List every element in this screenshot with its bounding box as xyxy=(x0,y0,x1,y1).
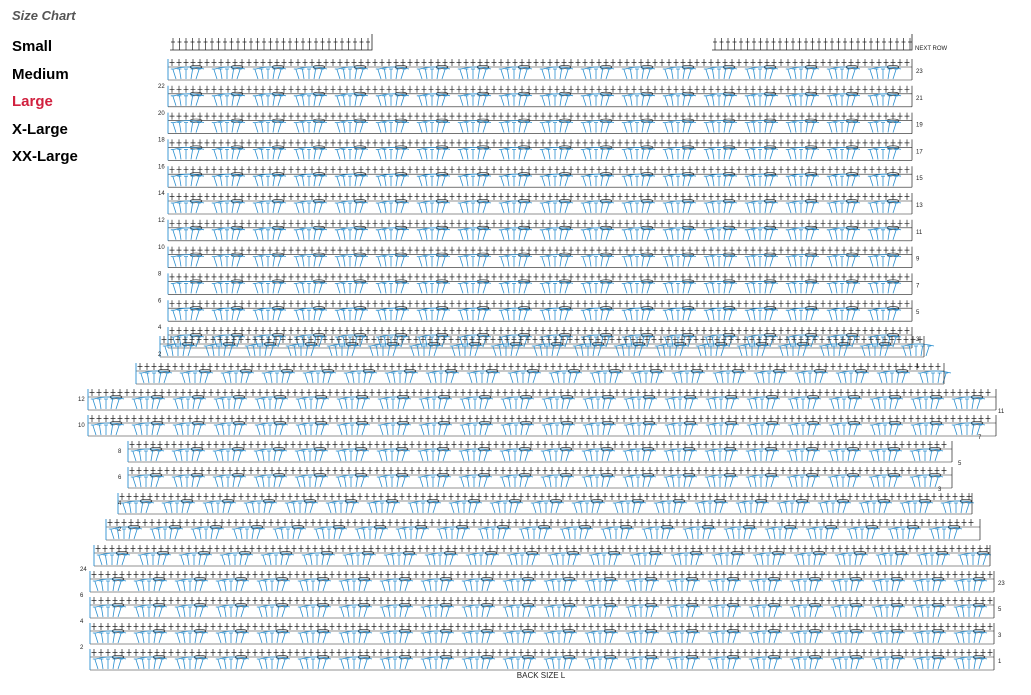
stitch-row-pair xyxy=(167,246,913,268)
row-label-left: 14 xyxy=(158,191,165,197)
row-number-labels: 2220181614121086422321191715131197531121… xyxy=(78,69,1005,665)
stitch-row-pair xyxy=(167,300,913,322)
row-label-right: 23 xyxy=(998,581,1005,587)
row-label-right: 15 xyxy=(916,176,923,182)
stitch-row-pair xyxy=(117,493,975,515)
stitch-row-pair xyxy=(89,649,995,671)
row-label-right: 21 xyxy=(916,96,923,102)
row-label-left: 10 xyxy=(158,245,165,251)
row-label-left: 4 xyxy=(80,619,84,625)
row-label-left: 2 xyxy=(158,352,162,358)
row-label-right: 3 xyxy=(998,633,1002,639)
stitch-row-pair xyxy=(89,623,995,645)
row-label-right: 23 xyxy=(916,69,923,75)
row-label-left: 22 xyxy=(158,84,165,90)
row-label-right: 5 xyxy=(998,607,1002,613)
row-label-left: 4 xyxy=(118,501,122,507)
row-label-left: 6 xyxy=(118,475,122,481)
size-small[interactable]: Small xyxy=(12,38,53,55)
row-label-right: 5 xyxy=(958,461,962,467)
size-chart-panel: Size Chart Small Medium Large X-Large XX… xyxy=(10,8,150,171)
stitch-row-pair xyxy=(87,389,997,411)
size-chart-heading: Size Chart xyxy=(12,8,76,23)
stitch-row-pair xyxy=(167,112,913,134)
row-label-left: 8 xyxy=(118,449,122,455)
stitch-row-pair xyxy=(105,519,981,541)
shoulder-row xyxy=(170,34,373,51)
diagram-caption: BACK SIZE L xyxy=(517,671,566,680)
stitch-row-pair xyxy=(159,336,935,358)
row-label-right: 13 xyxy=(916,203,923,209)
row-label-right: 11 xyxy=(998,409,1005,415)
row-label-left: 8 xyxy=(158,272,162,278)
stitch-rows xyxy=(87,34,997,671)
row-label-left: 16 xyxy=(158,164,165,170)
size-x-large[interactable]: X-Large xyxy=(12,120,68,138)
size-large[interactable]: Large xyxy=(12,93,53,110)
row-label-left: 20 xyxy=(158,111,165,117)
stitch-row-pair xyxy=(167,327,913,349)
shoulder-row xyxy=(712,34,913,51)
stitch-row-pair xyxy=(167,219,913,242)
row-label-left: 6 xyxy=(80,593,84,599)
row-label-right: 3 xyxy=(916,337,920,343)
row-label-right: 9 xyxy=(916,257,920,263)
row-label-right: 1 xyxy=(916,364,920,370)
row-label-right: 7 xyxy=(978,435,982,441)
size-xx-large[interactable]: XX-Large xyxy=(12,148,78,165)
stitch-row-pair xyxy=(89,597,995,619)
row-label-left: 12 xyxy=(78,397,85,403)
row-label-left: 2 xyxy=(80,645,84,651)
row-label-right: 1 xyxy=(998,659,1002,665)
size-medium[interactable]: Medium xyxy=(12,65,69,83)
row-label-right: 11 xyxy=(916,230,923,236)
row-label-right: 19 xyxy=(916,123,923,129)
row-label-left: 18 xyxy=(158,138,165,144)
stitch-row-pair xyxy=(167,166,913,188)
row-label-right: 5 xyxy=(916,310,920,316)
row-label-left: 12 xyxy=(158,218,165,224)
stitch-row-pair xyxy=(167,59,913,81)
row-label-left: 2 xyxy=(118,527,122,533)
stitch-row-pair xyxy=(127,441,953,463)
next-row-label: NEXT ROW xyxy=(915,46,948,52)
row-label-left: 4 xyxy=(158,325,162,331)
stitch-row-pair xyxy=(135,363,952,385)
row-label-left: 6 xyxy=(158,298,162,304)
stitch-row-pair xyxy=(167,273,913,295)
row-label-right: 17 xyxy=(916,149,923,155)
stitch-row-pair xyxy=(167,139,913,161)
stitch-row-pair xyxy=(87,415,997,437)
row-label-right: 3 xyxy=(938,487,942,493)
stitch-row-pair xyxy=(93,545,992,567)
stitch-row-pair xyxy=(167,193,913,215)
row-label-left: 24 xyxy=(80,567,87,573)
stitch-row-pair xyxy=(89,571,995,593)
row-label-right: 7 xyxy=(916,283,920,289)
stitch-row-pair xyxy=(127,467,953,489)
row-label-left: 10 xyxy=(78,423,85,429)
stitch-row-pair xyxy=(167,85,913,108)
